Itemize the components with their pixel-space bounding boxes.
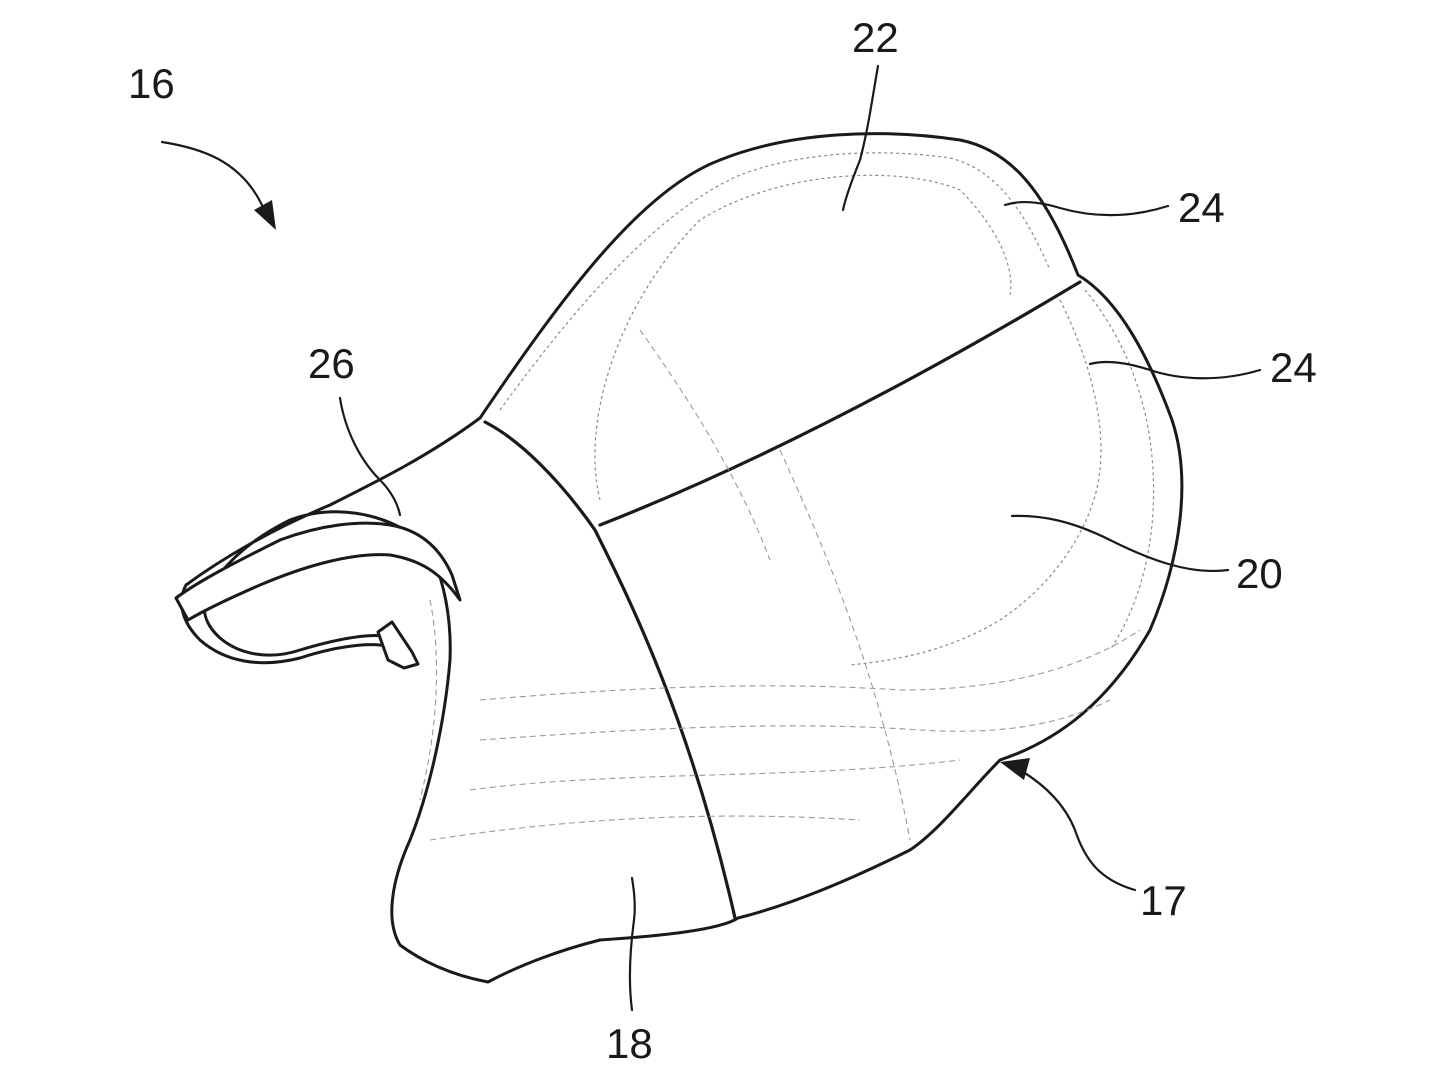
- contour-5: [469, 759, 961, 791]
- ref-18: 18: [606, 1020, 653, 1067]
- contour-7: [419, 599, 438, 801]
- ref-26: 26: [308, 340, 355, 387]
- ref-24-upper: 24: [1178, 184, 1225, 231]
- mount-tab: [376, 620, 420, 670]
- stitch-inner-22: [594, 174, 1012, 501]
- contour-2: [779, 449, 911, 841]
- ref-20: 20: [1236, 550, 1283, 597]
- seat-body: [180, 132, 1184, 984]
- leader-24-upper: [1003, 201, 1170, 217]
- leader-22: [841, 64, 880, 212]
- arrow-17: [1000, 758, 1030, 780]
- ref-16: 16: [128, 60, 175, 107]
- leader-17: [1018, 768, 1137, 892]
- contour-6: [429, 815, 861, 841]
- leader-26: [338, 396, 402, 517]
- front-flap: [174, 521, 462, 622]
- leader-16: [160, 140, 264, 207]
- ref-17: 17: [1140, 877, 1187, 924]
- stitch-inner-20: [849, 299, 1102, 666]
- contour-1: [639, 329, 771, 561]
- leader-18: [628, 876, 636, 1012]
- contour-4: [479, 699, 1111, 741]
- arrow-16: [254, 200, 276, 230]
- leader-20: [1010, 514, 1230, 573]
- seam-center: [598, 280, 1082, 527]
- ref-22: 22: [852, 14, 899, 61]
- ref-24-lower: 24: [1270, 344, 1317, 391]
- stitch-top-22: [499, 152, 1051, 411]
- seam-front-panel: [483, 420, 737, 920]
- leader-24-lower: [1088, 360, 1262, 380]
